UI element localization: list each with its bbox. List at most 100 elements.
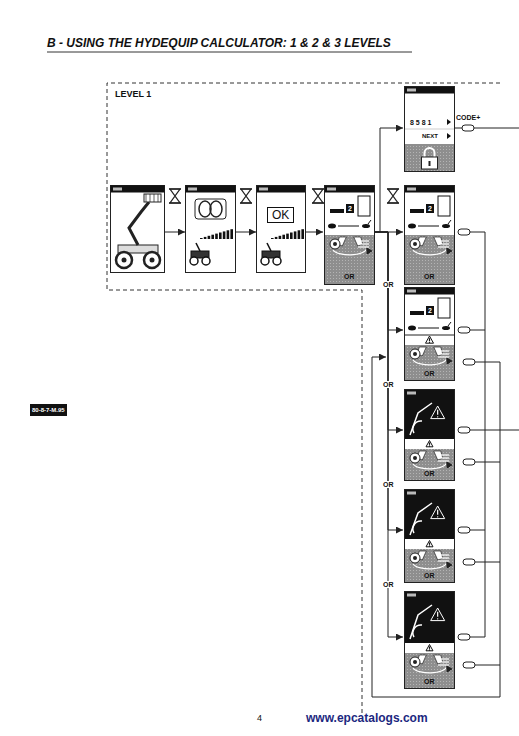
lift-hub — [122, 258, 127, 263]
display-screen — [404, 87, 455, 172]
screen-text-secondary: OR — [424, 370, 435, 377]
side-tab: 80-8-7-M.95 — [30, 404, 67, 416]
warning-triangle — [426, 441, 433, 447]
page-number: 4 — [257, 714, 262, 723]
level-bar — [271, 238, 274, 239]
rail-line — [470, 530, 485, 531]
or-label: OR — [382, 381, 395, 388]
selector-knob — [330, 239, 340, 249]
screen-header — [325, 186, 375, 193]
speed-scale — [338, 226, 359, 227]
control-panel — [405, 449, 455, 481]
control-panel — [405, 235, 455, 285]
level-bar — [215, 234, 218, 239]
return-loop — [372, 357, 500, 697]
screen-text-secondary: OR — [344, 273, 355, 280]
wait-hourglass — [241, 189, 251, 203]
menu-lines — [438, 554, 449, 555]
basket-rail — [158, 194, 159, 202]
boom-outline — [410, 503, 432, 535]
warning-mark — [429, 445, 430, 446]
code-pointer — [447, 119, 451, 125]
menu-lines — [438, 664, 449, 665]
warning-mark — [429, 342, 430, 343]
fast-icon — [368, 220, 371, 224]
exit-connector — [463, 559, 475, 565]
rotate-arrow — [413, 561, 446, 569]
display-screen — [405, 186, 455, 285]
screen-text: 2 — [426, 306, 434, 315]
boom-outline — [410, 403, 432, 435]
selector-knob — [410, 453, 420, 463]
wait-hourglass — [387, 188, 399, 190]
screen-face — [405, 490, 455, 583]
exit-connector — [458, 527, 470, 533]
wait-hourglass — [312, 188, 324, 190]
lift-wheel — [144, 252, 160, 268]
load-gauge — [438, 196, 450, 216]
selector-knob — [410, 657, 420, 667]
screen-header — [257, 186, 306, 193]
display-screen-box: 8 5 8 1NEXT — [404, 86, 455, 172]
speed-scale — [418, 226, 439, 227]
menu-lines — [358, 243, 369, 244]
menu-lines — [438, 460, 449, 461]
rail-line — [475, 362, 500, 363]
exit-connector — [458, 634, 470, 640]
exit-line — [474, 128, 519, 129]
screen-header — [405, 390, 455, 397]
control-panel — [325, 235, 375, 285]
screen-text: 8 5 8 1 — [410, 119, 431, 126]
display-screen — [405, 490, 455, 583]
level-bar — [230, 229, 233, 239]
basket-rail — [146, 194, 147, 202]
slow-icon — [408, 326, 416, 331]
warning-triangle — [426, 541, 433, 547]
exit-connector — [463, 662, 475, 668]
screen-face — [405, 390, 455, 481]
flow-arrow — [375, 232, 403, 430]
wait-hourglass — [387, 189, 399, 203]
warning-mark — [437, 416, 438, 417]
screen-text: OR — [424, 470, 435, 477]
padlock-key — [429, 161, 431, 166]
selector-knob — [410, 553, 420, 563]
or-label: OR — [382, 481, 395, 488]
exit-connector — [458, 327, 470, 333]
load-bar — [410, 311, 424, 315]
selector-knob — [333, 242, 337, 246]
screen-face — [405, 288, 455, 381]
lift-basket — [144, 194, 161, 202]
rail-line — [475, 462, 500, 463]
display-screen — [325, 186, 375, 285]
display-screen-box: OR — [404, 591, 455, 689]
selector-knob — [413, 242, 417, 246]
menu-lines — [438, 243, 449, 244]
rail-line — [470, 430, 485, 431]
machine-wheel — [190, 257, 198, 265]
rotate-arrow — [413, 665, 446, 673]
header-mark — [407, 594, 416, 597]
machine-wheel — [261, 257, 269, 265]
level-bar — [219, 233, 222, 240]
menu-lines — [358, 246, 369, 247]
level-bar — [290, 233, 293, 240]
lift-boom — [129, 202, 149, 245]
padlock-body — [422, 157, 438, 169]
rotate-arrow — [333, 247, 366, 255]
flow-arrow — [165, 232, 185, 233]
fast-icon — [448, 322, 451, 326]
screen-face — [405, 87, 455, 172]
warning-triangle — [426, 645, 433, 651]
screen-header — [405, 87, 455, 94]
coil-loop — [199, 201, 211, 217]
rotate-arrow — [413, 461, 446, 469]
display-screen-box: OR — [404, 389, 455, 481]
wait-hourglass — [240, 188, 252, 190]
control-panel — [405, 144, 455, 172]
screen-header — [405, 490, 455, 497]
title-rule — [47, 52, 412, 53]
warning-mark — [437, 612, 438, 617]
header-mark — [407, 392, 416, 395]
